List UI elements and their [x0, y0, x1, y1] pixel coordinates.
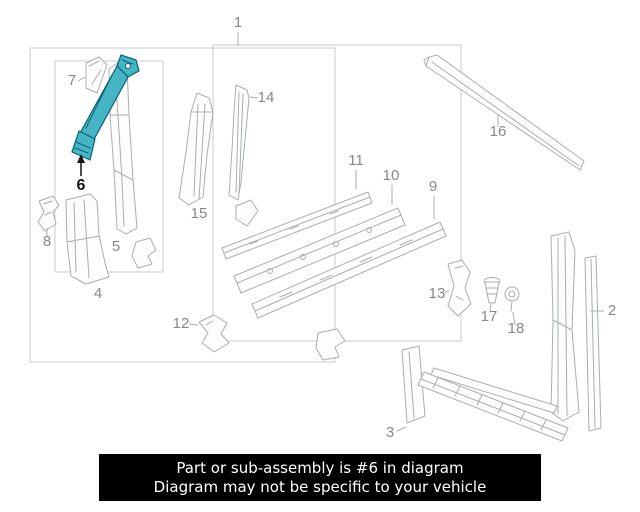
callout-13: 13 — [429, 285, 446, 302]
callout-5: 5 — [112, 238, 120, 255]
callout-15: 15 — [191, 205, 208, 222]
callouts: 1 2 3 4 5 6 7 8 9 10 11 12 13 14 15 16 1… — [43, 14, 616, 441]
part-17-fastener-shape — [483, 277, 501, 304]
part-2-shape — [550, 231, 602, 432]
callout-1: 1 — [234, 14, 242, 31]
part-6-pointer-arrow — [77, 154, 85, 176]
callout-18-leader — [512, 311, 516, 326]
corner-bracket-shape — [315, 328, 346, 361]
callout-14-leader — [249, 96, 259, 99]
callout-16: 16 — [490, 123, 507, 140]
part-13-shape — [447, 259, 472, 317]
callout-3-leader — [396, 426, 407, 432]
callout-11: 11 — [348, 152, 364, 169]
diagram-box-inner — [54, 60, 164, 273]
sill-panel-11-shape — [221, 191, 373, 260]
callout-17: 17 — [481, 308, 498, 325]
part-14-shape — [228, 84, 259, 227]
callout-12: 12 — [173, 315, 190, 332]
part-16-roof-rail-shape — [423, 54, 585, 171]
sill-panel-10-shape — [233, 207, 406, 294]
part-15-shape — [178, 92, 214, 206]
callout-3: 3 — [386, 424, 394, 441]
callout-6-active: 6 — [77, 177, 86, 194]
info-banner: Part or sub-assembly is #6 in diagram Di… — [99, 454, 541, 501]
part-6-highlighted-shape — [71, 54, 140, 161]
part-3-shape — [401, 345, 569, 442]
callout-2: 2 — [608, 302, 616, 319]
callout-7: 7 — [68, 72, 76, 89]
callout-18: 18 — [508, 320, 525, 337]
part-12-shape — [198, 314, 230, 353]
part-7-shape — [85, 56, 108, 94]
callout-12-leader — [188, 323, 199, 326]
sill-panel-9-shape — [251, 221, 447, 319]
callout-8: 8 — [43, 233, 51, 250]
banner-line-2: Diagram may not be specific to your vehi… — [153, 477, 487, 496]
part-18-grommet-shape — [504, 286, 520, 312]
part-4-shape — [65, 193, 110, 285]
part-8-shape — [37, 195, 60, 232]
callout-7-leader — [77, 76, 86, 82]
diagram-box-right — [212, 44, 462, 342]
callout-17-leader — [489, 303, 492, 313]
banner-line-1: Part or sub-assembly is #6 in diagram — [176, 458, 464, 477]
callout-9: 9 — [429, 178, 437, 195]
callout-14: 14 — [258, 89, 275, 106]
callout-13-leader — [443, 289, 450, 294]
callout-10: 10 — [383, 167, 400, 184]
callout-4: 4 — [94, 285, 102, 302]
callout-leaders — [46, 32, 604, 432]
